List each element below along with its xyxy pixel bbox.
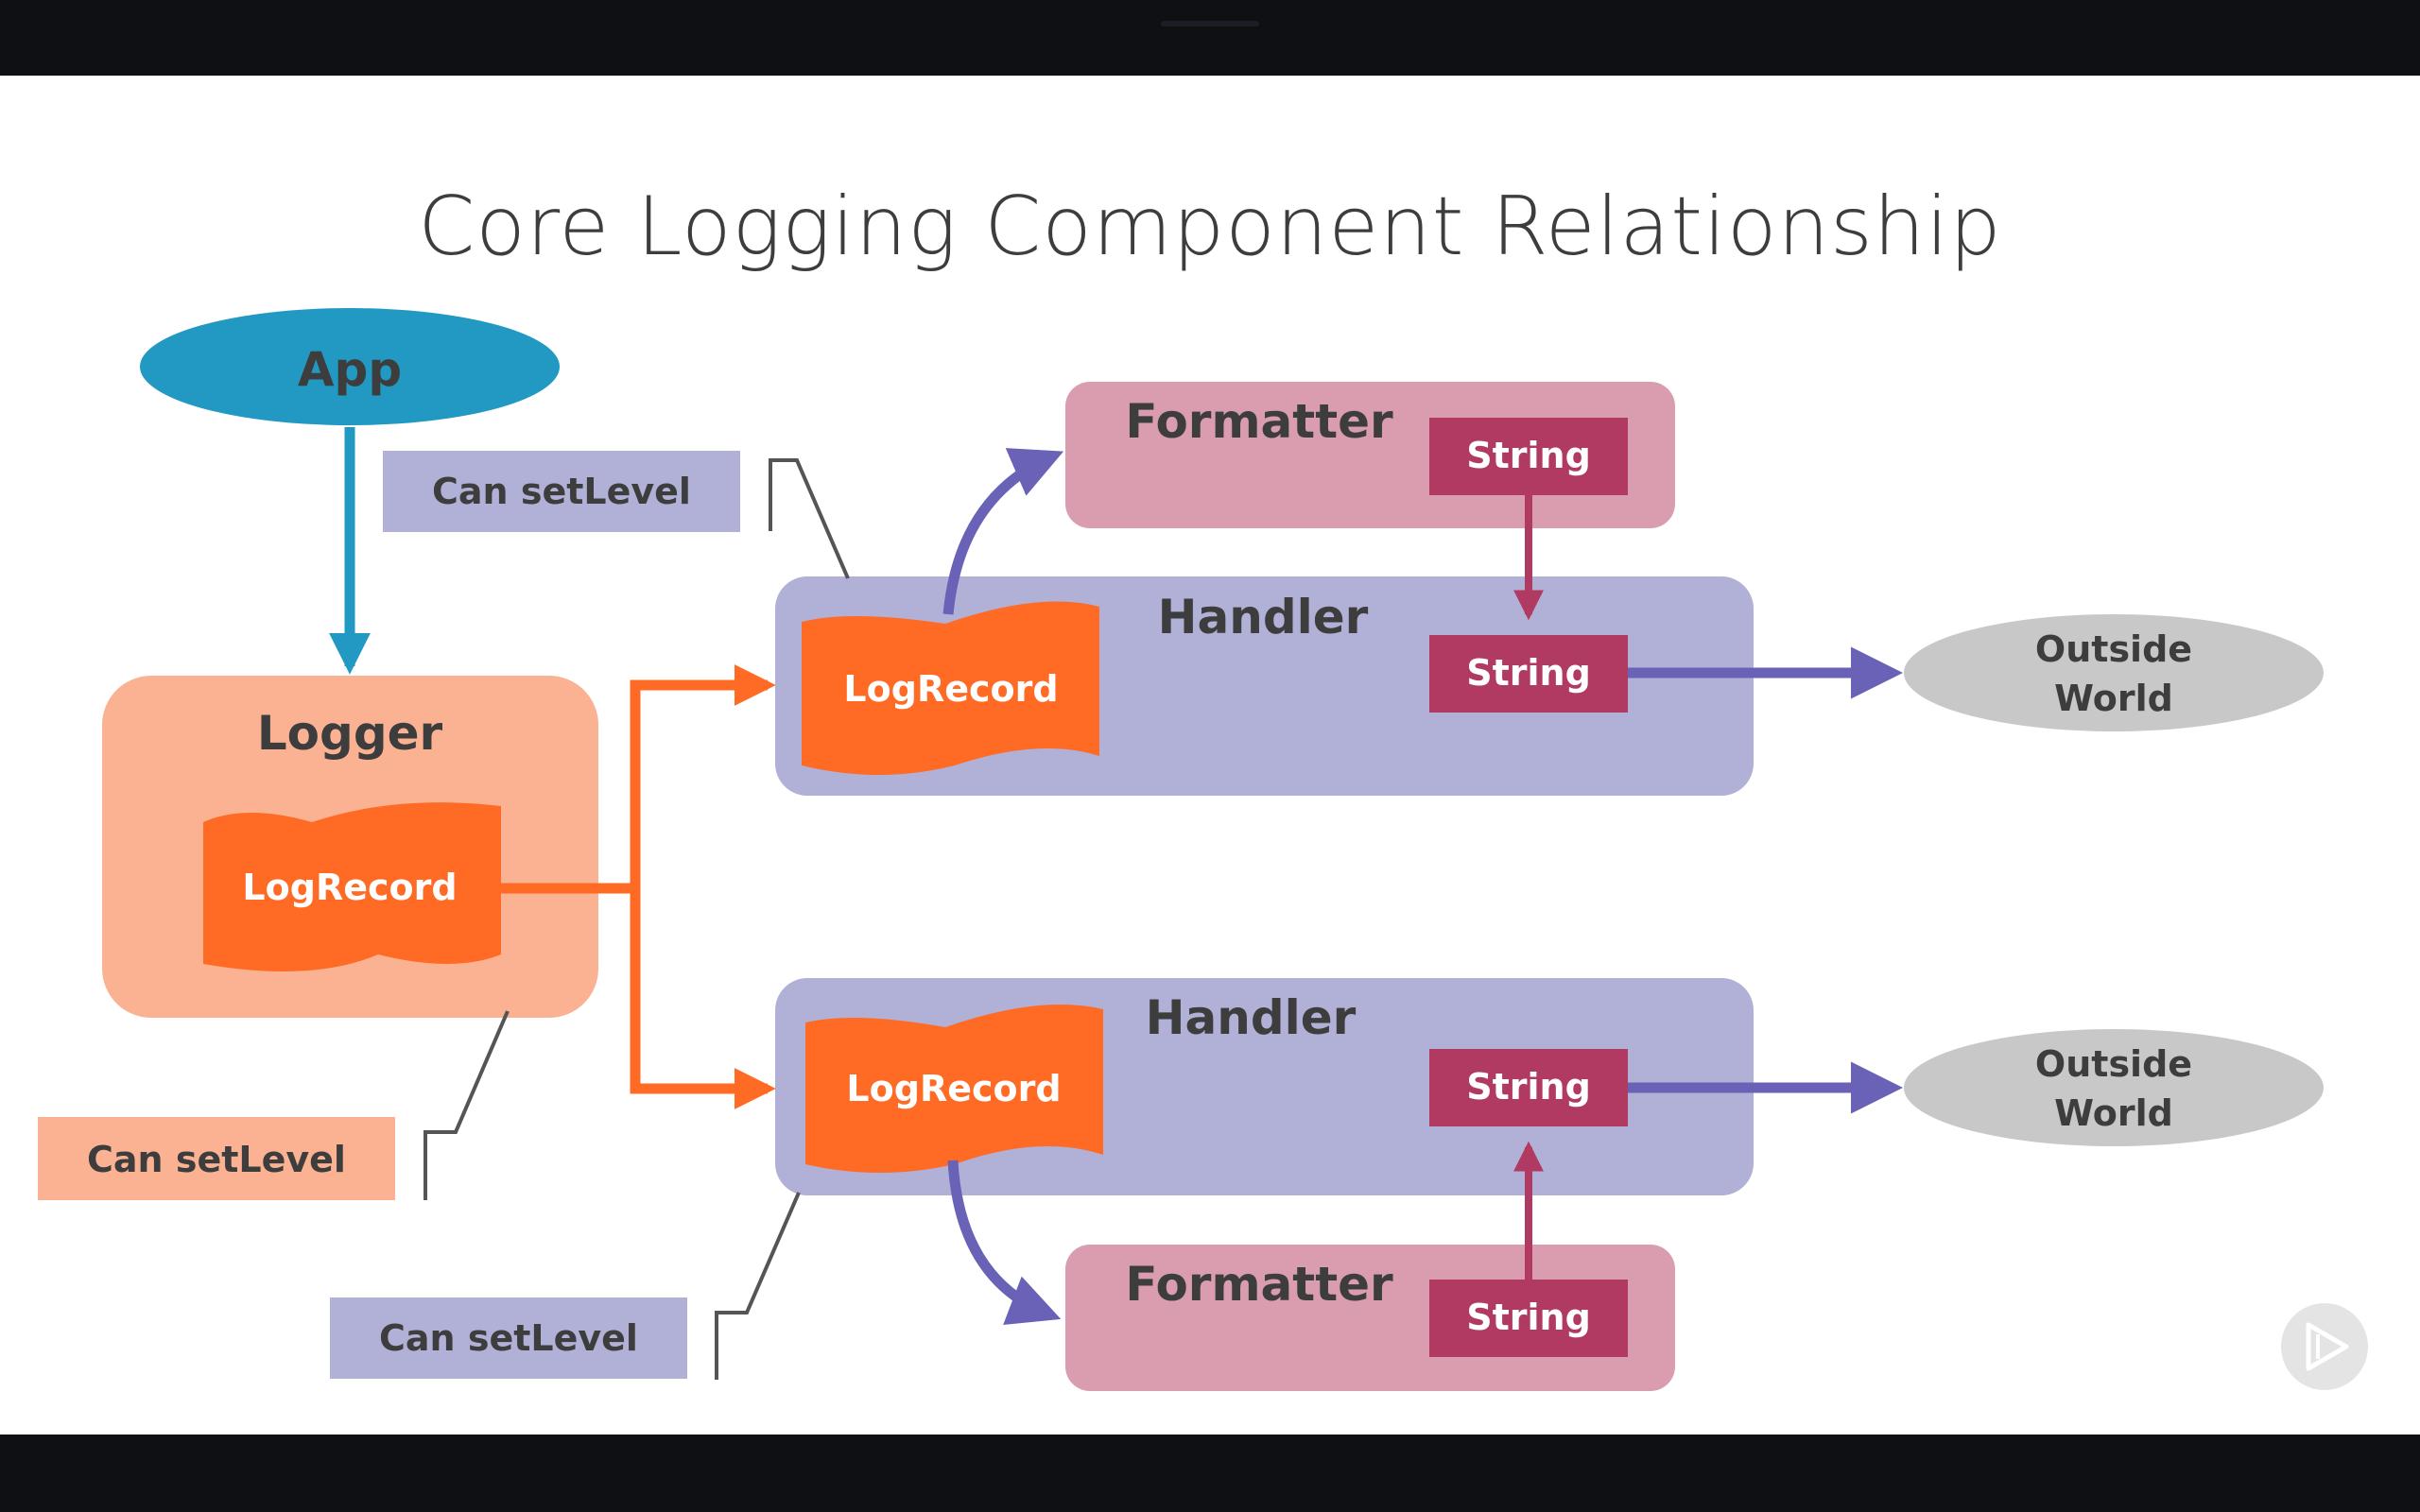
handler-bottom-title: Handler (1146, 990, 1357, 1045)
top-drag-handle[interactable] (1161, 21, 1259, 26)
formatter-top-title: Formatter (1125, 394, 1393, 449)
outside-world-bottom-ellipse (1904, 1029, 2324, 1146)
logger-setlevel-box (38, 1117, 395, 1200)
handler-top-logrecord-label: LogRecord (843, 668, 1058, 710)
handler-bottom-logrecord-shape (805, 1004, 1103, 1173)
formatter-top-node: Formatter String (1065, 382, 1675, 528)
outside-world-top-ellipse (1904, 614, 2324, 731)
handler-top-setlevel-box (383, 451, 740, 532)
logger-setlevel-bracket (424, 1010, 510, 1200)
logger-to-handler-bottom-arrow (630, 888, 776, 1109)
handler-bottom-setlevel-label: Can setLevel (379, 1317, 638, 1359)
logger-title: Logger (257, 706, 443, 761)
handler-top-logrecord-shape (802, 601, 1099, 775)
handler-top-to-formatter-arrow (942, 448, 1064, 615)
play-icon[interactable] (2306, 1322, 2349, 1371)
formatter-bottom-title: Formatter (1125, 1257, 1393, 1312)
slide-title: Core Logging Component Relationship (418, 180, 2002, 274)
play-button-circle[interactable] (2281, 1303, 2368, 1390)
logger-setlevel-callout: Can setLevel (38, 1010, 510, 1200)
top-bar (0, 0, 2420, 76)
formatter-bottom-string-box (1429, 1280, 1628, 1357)
formatter-bottom-string-label: String (1466, 1297, 1591, 1338)
handler-bottom-string-label: String (1466, 1066, 1591, 1108)
outside-world-bottom-line2: World (2054, 1092, 2173, 1134)
handler-bottom-string-box (1429, 1049, 1628, 1126)
app-label: App (298, 342, 402, 397)
logger-to-handler-top-arrow (501, 664, 776, 894)
handler-top-title: Handler (1158, 590, 1369, 644)
logger-logrecord-shape (203, 802, 501, 971)
outside-world-top-line2: World (2054, 678, 2173, 719)
app-node: App (140, 308, 560, 425)
handler-top-setlevel-bracket (769, 458, 850, 579)
handler-bottom-setlevel-callout: Can setLevel (330, 1192, 801, 1380)
handler-top-string-label: String (1466, 652, 1591, 694)
logger-logrecord-label: LogRecord (242, 867, 457, 908)
formatter-bottom-node: Formatter String (1065, 1245, 1675, 1391)
logger-node: Logger LogRecord (102, 676, 598, 1018)
formatter-top-string-box (1429, 418, 1628, 495)
handler-top-node: Handler LogRecord String (775, 576, 1754, 796)
handler-top-setlevel-label: Can setLevel (432, 471, 691, 512)
formatter-top-string-label: String (1466, 435, 1591, 476)
handler-bottom-logrecord-label: LogRecord (846, 1068, 1061, 1109)
handler-bottom-node: Handler LogRecord String (775, 978, 1754, 1195)
app-ellipse (140, 308, 560, 425)
handler-bottom-setlevel-box (330, 1297, 687, 1379)
play-button[interactable] (2281, 1303, 2368, 1390)
logger-setlevel-label: Can setLevel (87, 1139, 346, 1180)
outside-world-top-line1: Outside (2035, 628, 2192, 670)
handler-bottom-setlevel-bracket (715, 1192, 801, 1380)
outside-world-bottom-line1: Outside (2035, 1043, 2192, 1085)
handler-bottom-to-formatter-arrow (947, 1160, 1062, 1325)
handler-top-setlevel-callout: Can setLevel (383, 451, 850, 579)
bottom-bar (0, 1435, 2420, 1512)
outside-world-top-node: Outside World (1904, 614, 2324, 731)
handler-top-string-box (1429, 635, 1628, 713)
outside-world-bottom-node: Outside World (1904, 1029, 2324, 1146)
